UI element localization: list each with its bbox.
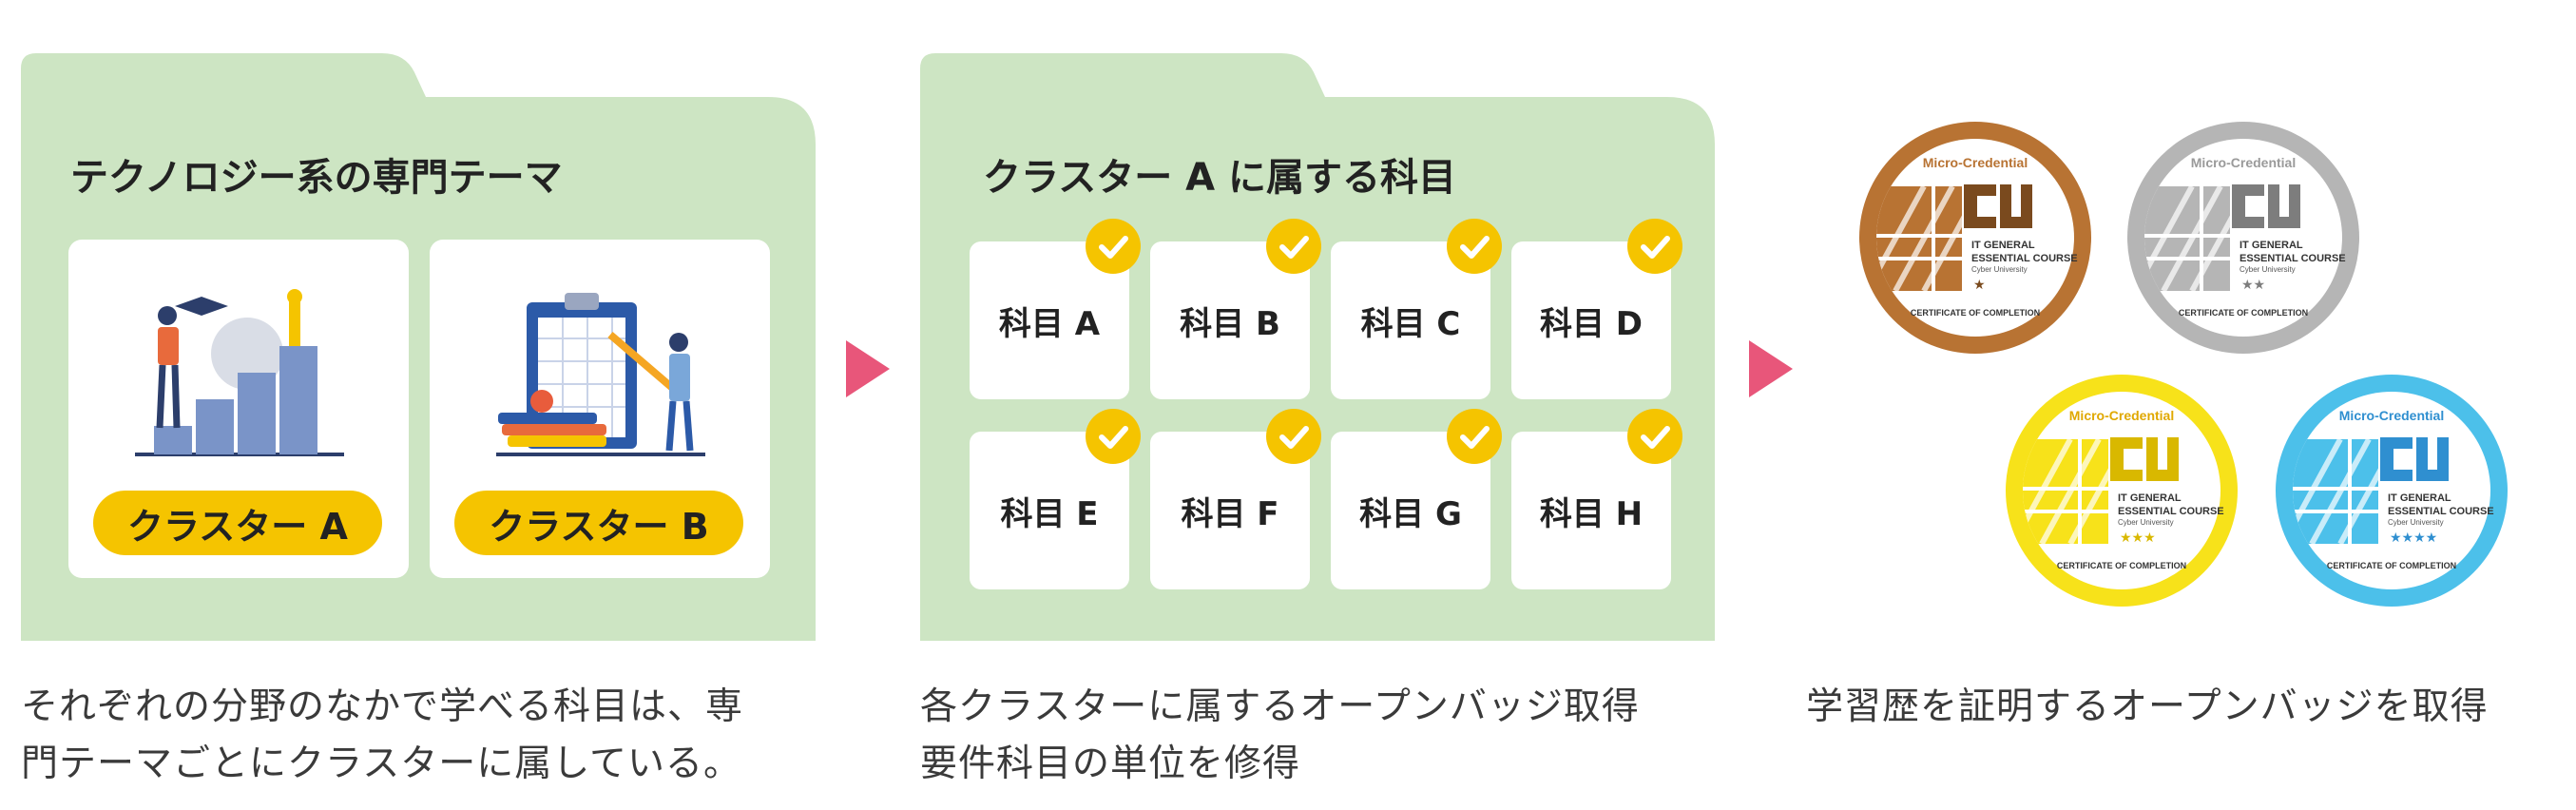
badge-stars: ★★★ xyxy=(2120,530,2156,545)
badge-gold[interactable]: Micro-Credential IT GENERAL ESSENTIAL COUR… xyxy=(2004,373,2240,608)
checkmark-icon xyxy=(1447,219,1502,274)
badge-line2: ESSENTIAL COURSE xyxy=(1971,253,2078,264)
badge-university: Cyber University xyxy=(1971,265,2028,274)
checkmark-icon xyxy=(1086,409,1141,464)
badge-stars: ★★★★ xyxy=(2390,530,2437,545)
badge-line2: ESSENTIAL COURSE xyxy=(2240,253,2346,264)
badge-footer: CERTIFICATE OF COMPLETION xyxy=(2179,308,2308,318)
badge-university: Cyber University xyxy=(2388,518,2444,527)
cluster-panel: テクノロジー系の専門テーマ クラスター A xyxy=(21,53,816,641)
cluster-card-a[interactable]: クラスター A xyxy=(68,240,409,578)
badge-university: Cyber University xyxy=(2240,265,2296,274)
badge-line1: IT GENERAL xyxy=(2388,492,2451,504)
badge-line1: IT GENERAL xyxy=(2118,492,2182,504)
badge-blue[interactable]: Micro-Credential IT GENERAL ESSENTIAL COUR… xyxy=(2274,373,2509,608)
checkmark-icon xyxy=(1086,219,1141,274)
badge-footer: CERTIFICATE OF COMPLETION xyxy=(2057,561,2186,570)
badge-header: Micro-Credential xyxy=(1923,155,2028,170)
caption-line: 門テーマごとにクラスターに属している。 xyxy=(21,742,742,785)
caption-line: 要件科目の単位を修得 xyxy=(920,742,1301,785)
badge-line2: ESSENTIAL COURSE xyxy=(2388,506,2494,517)
caption-line: 学習歴を証明するオープンバッジを取得 xyxy=(1806,685,2489,728)
badge-header: Micro-Credential xyxy=(2191,155,2296,170)
badge-graphic: Micro-Credential IT GENERAL ESSENTIAL COUR… xyxy=(2127,122,2359,354)
caption-subjects: 各クラスターに属するオープンバッジ取得 要件科目の単位を修得 xyxy=(920,679,1640,793)
panel-title: テクノロジー系の専門テーマ xyxy=(70,156,563,200)
caption-badges: 学習歴を証明するオープンバッジを取得 xyxy=(1806,679,2489,736)
checkmark-icon xyxy=(1447,409,1502,464)
arrow-right-icon xyxy=(846,340,890,397)
badge-stars: ★★ xyxy=(2241,277,2265,292)
checkmark-icon xyxy=(1627,219,1682,274)
study-illustration-icon xyxy=(135,289,344,456)
badge-line1: IT GENERAL xyxy=(2240,240,2303,251)
badge-graphic: Micro-Credential IT GENERAL ESSENTIAL COUR… xyxy=(2276,375,2508,607)
panel-title: クラスター A に属する科目 xyxy=(983,156,1457,200)
cluster-b-button[interactable]: クラスター B xyxy=(454,491,743,555)
checkmark-icon xyxy=(1266,219,1321,274)
caption-line: それぞれの分野のなかで学べる科目は、専 xyxy=(21,685,744,728)
cluster-card-b[interactable]: クラスター B xyxy=(430,240,770,578)
badge-graphic: Micro-Credential IT GENERAL ESSENTIAL COUR… xyxy=(2006,375,2238,607)
arrow-right-icon xyxy=(1749,340,1793,397)
badge-header: Micro-Credential xyxy=(2069,408,2174,423)
badge-header: Micro-Credential xyxy=(2339,408,2444,423)
cluster-a-button[interactable]: クラスター A xyxy=(93,491,382,555)
badge-footer: CERTIFICATE OF COMPLETION xyxy=(2327,561,2456,570)
badge-stars: ★ xyxy=(1973,277,1986,292)
checkmark-icon xyxy=(1627,409,1682,464)
badge-bronze[interactable]: Micro-Credential IT GENERAL ESSENTIAL COUR… xyxy=(1857,120,2093,356)
badge-line2: ESSENTIAL COURSE xyxy=(2118,506,2224,517)
badge-line1: IT GENERAL xyxy=(1971,240,2035,251)
badge-graphic: Micro-Credential IT GENERAL ESSENTIAL COUR… xyxy=(1859,122,2091,354)
badge-silver[interactable]: Micro-Credential IT GENERAL ESSENTIAL COUR… xyxy=(2125,120,2361,356)
subjects-panel: クラスター A に属する科目 科目 A 科目 B 科目 C 科目 D 科目 E … xyxy=(920,53,1715,641)
badge-university: Cyber University xyxy=(2118,518,2174,527)
caption-clusters: それぞれの分野のなかで学べる科目は、専 門テーマごとにクラスターに属している。 xyxy=(21,679,743,793)
badge-footer: CERTIFICATE OF COMPLETION xyxy=(1911,308,2040,318)
clipboard-illustration-icon xyxy=(496,293,705,456)
checkmark-icon xyxy=(1266,409,1321,464)
caption-line: 各クラスターに属するオープンバッジ取得 xyxy=(920,685,1640,728)
subject-tile[interactable]: 科目 D xyxy=(1511,241,1671,399)
